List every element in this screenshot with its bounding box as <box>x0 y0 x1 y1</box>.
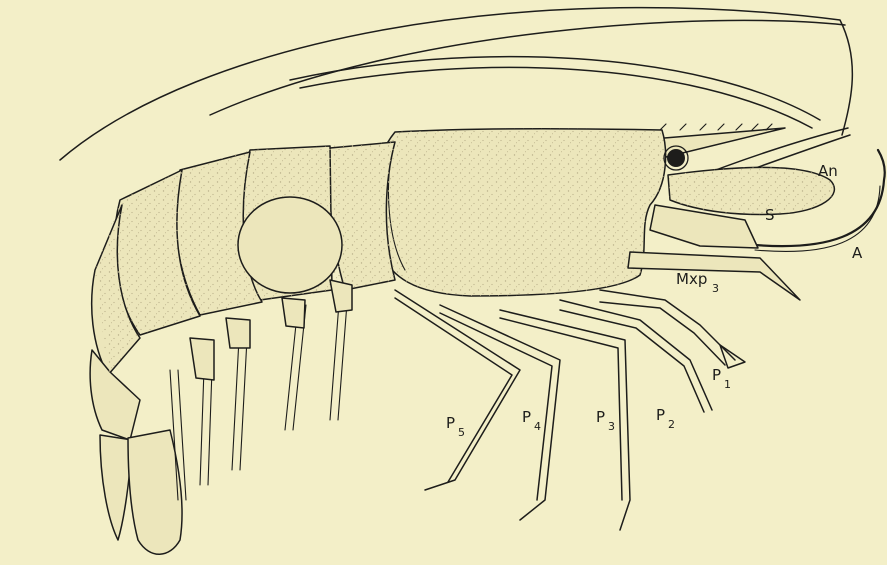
label-p4-sub: 4 <box>534 420 541 433</box>
label-maxilliped: Mxp <box>676 270 707 288</box>
label-p5: P <box>446 414 455 432</box>
label-antennule: An <box>818 162 838 180</box>
walking-legs <box>395 290 745 530</box>
label-p3: P <box>596 408 605 426</box>
label-p3-sub: 3 <box>608 420 615 433</box>
leg-p4 <box>440 305 560 520</box>
label-maxilliped-sub: 3 <box>712 282 719 295</box>
label-p2-sub: 2 <box>668 418 675 431</box>
eye <box>667 149 685 167</box>
label-p1-sub: 1 <box>724 378 731 391</box>
leg-p5 <box>395 290 520 490</box>
label-p2: P <box>656 406 665 424</box>
tail-fan <box>100 430 182 554</box>
label-scaphocerite: S <box>765 206 775 224</box>
label-p5-sub: 5 <box>458 426 465 439</box>
label-p1: P <box>712 366 721 384</box>
label-antenna: A <box>852 244 863 262</box>
label-p4: P <box>522 408 531 426</box>
